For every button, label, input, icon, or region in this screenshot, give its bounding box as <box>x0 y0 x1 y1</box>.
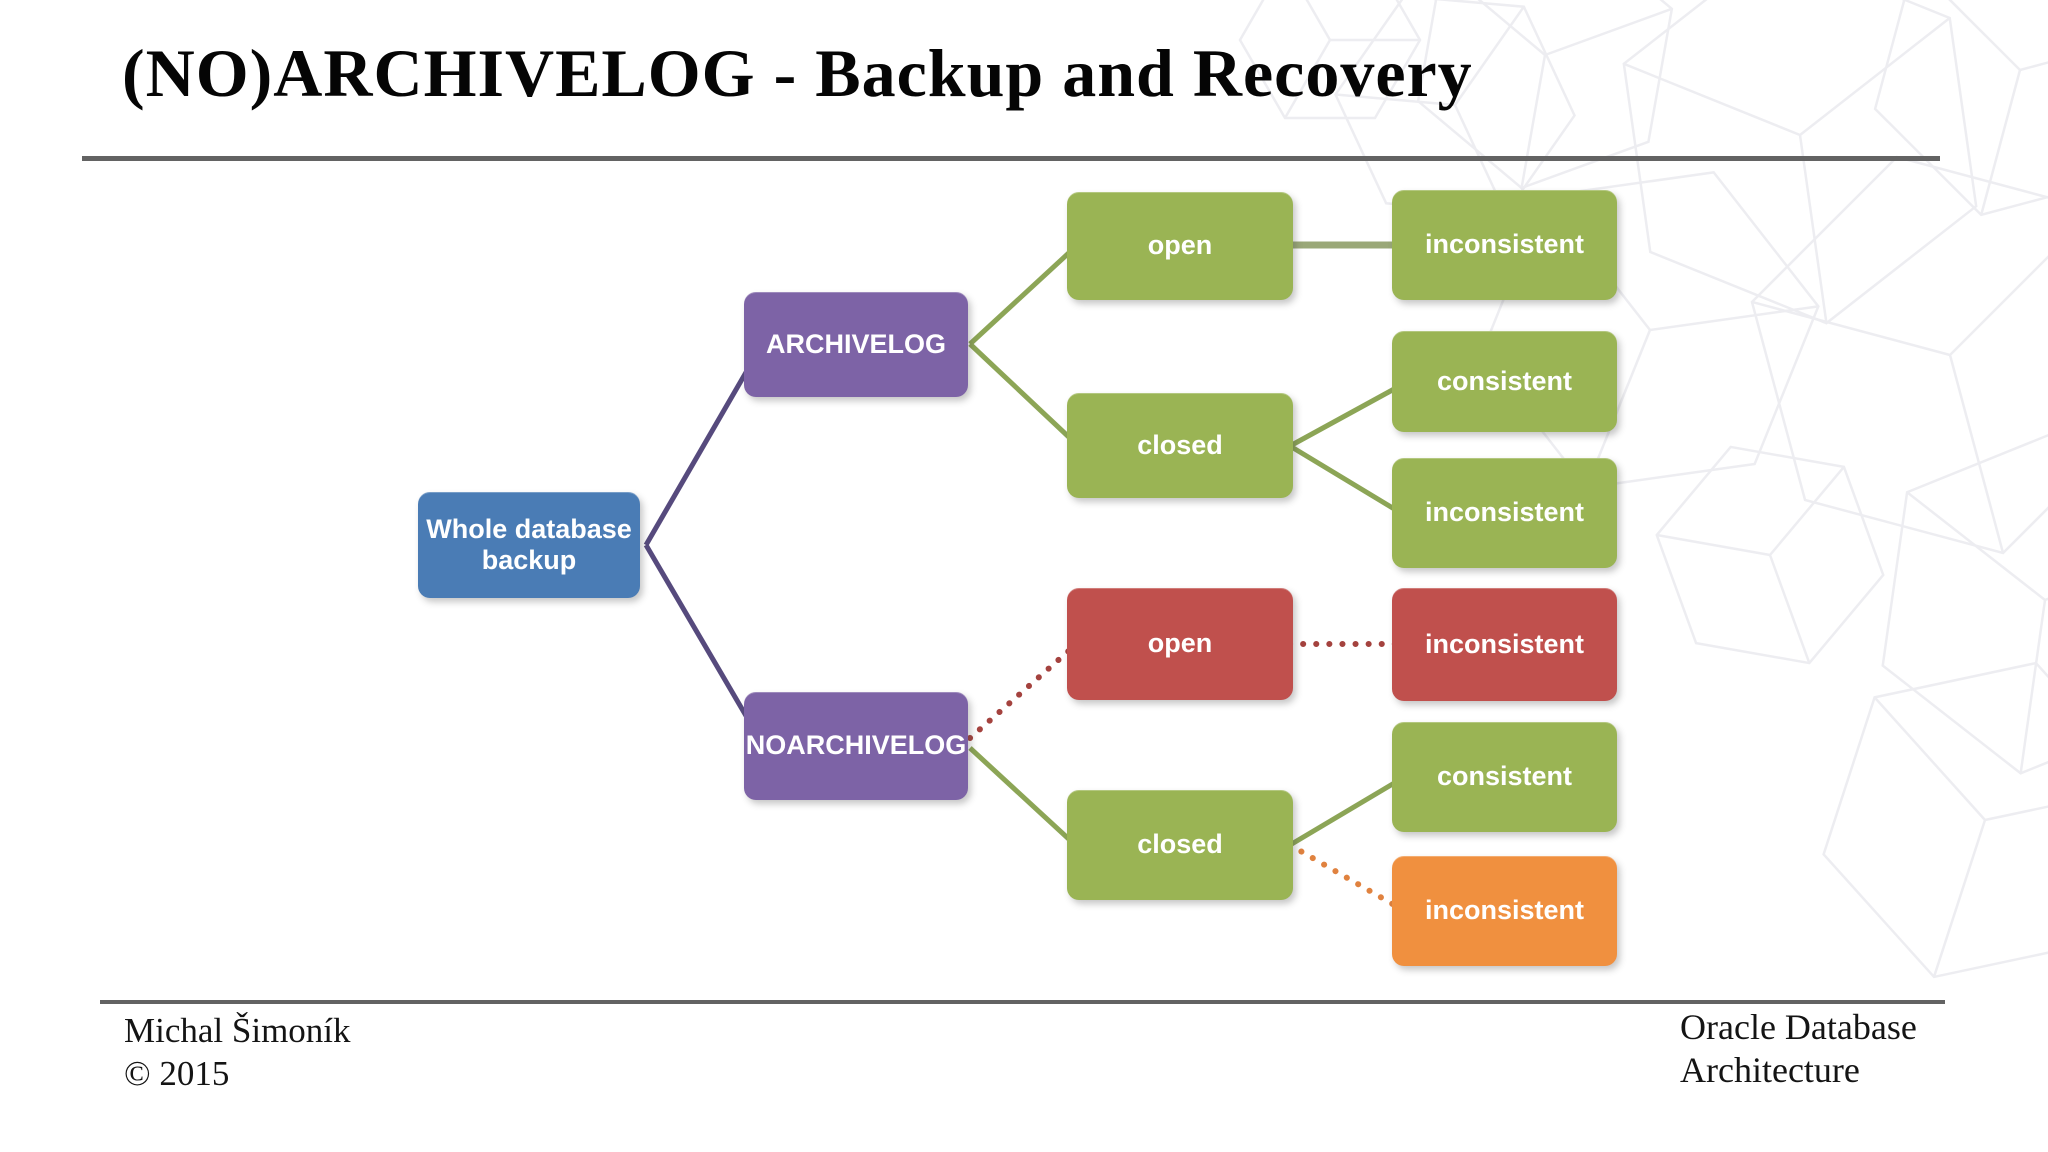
footer-course: Oracle Database Architecture <box>1680 1006 1917 1092</box>
node-noarchivelog-closed-consistent: consistent <box>1392 722 1617 832</box>
footer-course-line1: Oracle Database <box>1680 1007 1917 1047</box>
footer-copyright: © 2015 <box>124 1053 230 1093</box>
footer-divider-rule <box>100 1000 1945 1004</box>
node-noarchivelog-closed: closed <box>1067 790 1293 900</box>
edge-closed-inconsistent <box>1288 443 1398 513</box>
slide-title: (NO)ARCHIVELOG - Backup and Recovery <box>122 35 1473 111</box>
footer-author: Michal Šimoník © 2015 <box>124 1010 351 1095</box>
node-archivelog-closed: closed <box>1067 393 1293 498</box>
node-archivelog-open-inconsistent: inconsistent <box>1392 190 1617 300</box>
node-archivelog: ARCHIVELOG <box>744 292 968 397</box>
footer-course-line2: Architecture <box>1680 1050 1860 1091</box>
title-divider-rule <box>82 156 1940 161</box>
edge-closed2-inconsistent <box>1287 842 1399 909</box>
edge-noarchivelog-open <box>967 645 1075 741</box>
edge-root-noarchivelog <box>643 543 755 728</box>
footer-author-name: Michal Šimoník <box>124 1011 351 1050</box>
node-noarchivelog-closed-inconsistent: inconsistent <box>1392 856 1617 966</box>
edge-closed-consistent <box>1288 385 1398 449</box>
edge-archivelog-closed <box>968 342 1074 442</box>
node-noarchivelog: NOARCHIVELOG <box>744 692 968 800</box>
node-noarchivelog-open-inconsistent: inconsistent <box>1392 588 1617 701</box>
edge-noarchivelog-closed <box>968 746 1074 844</box>
node-noarchivelog-open: open <box>1067 588 1293 700</box>
node-whole-database-backup: Whole database backup <box>418 492 640 598</box>
node-archivelog-open: open <box>1067 192 1293 300</box>
node-archivelog-closed-inconsistent: inconsistent <box>1392 458 1617 568</box>
edge-archivelog-open <box>968 248 1074 346</box>
edge-closed2-consistent <box>1288 779 1398 848</box>
edge-root-archivelog <box>643 360 755 547</box>
node-archivelog-closed-consistent: consistent <box>1392 331 1617 432</box>
